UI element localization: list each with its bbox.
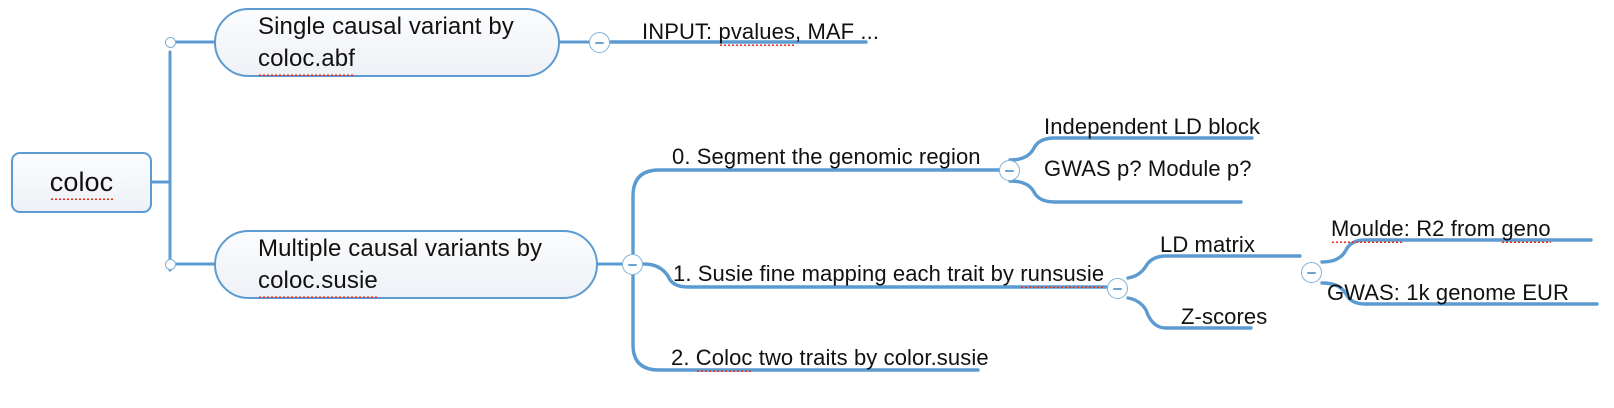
- topic-abf-input[interactable]: INPUT: pvalues, MAF ...: [642, 19, 880, 47]
- topic-ld-matrix-label: LD matrix: [1160, 232, 1256, 257]
- branch-node-coloc-abf-label: Single causal variant by coloc.abf: [258, 11, 514, 76]
- topic-step2[interactable]: 2. Coloc two traits by color.susie: [671, 345, 989, 373]
- topic-independent-ld-block[interactable]: Independent LD block: [1044, 114, 1260, 144]
- topic-gwas-1k-genome[interactable]: GWAS: 1k genome EUR: [1327, 280, 1569, 310]
- topic-ld-matrix[interactable]: LD matrix: [1160, 232, 1255, 262]
- root-node-label: coloc: [49, 166, 114, 201]
- topic-step0[interactable]: 0. Segment the genomic region: [672, 144, 981, 174]
- topic-step0-label: 0. Segment the genomic region: [672, 144, 981, 169]
- topic-independent-ld-block-label: Independent LD block: [1044, 114, 1261, 139]
- wire-susie-to-step0: [631, 168, 1001, 255]
- topic-z-scores-label: Z-scores: [1181, 304, 1268, 329]
- root-branch-knob-susie[interactable]: [165, 259, 176, 270]
- topic-gwas-module-p[interactable]: GWAS p? Module p?: [1044, 156, 1252, 186]
- branch-node-coloc-abf[interactable]: Single causal variant by coloc.abf: [214, 8, 560, 77]
- collapse-knob-abf-input[interactable]: [589, 32, 610, 53]
- topic-z-scores[interactable]: Z-scores: [1181, 304, 1267, 334]
- minus-icon: [628, 263, 637, 266]
- minus-icon: [1307, 271, 1316, 274]
- minus-icon: [1113, 287, 1122, 290]
- collapse-knob-step1[interactable]: [1107, 278, 1128, 299]
- root-branch-knob-abf[interactable]: [165, 37, 176, 48]
- wire-root-to-abf: [168, 40, 216, 48]
- root-node[interactable]: coloc: [11, 152, 152, 213]
- minus-icon: [1005, 169, 1014, 172]
- branch-node-coloc-susie[interactable]: Multiple causal variants by coloc.susie: [214, 230, 598, 299]
- topic-moulde-r2[interactable]: Moulde: R2 from geno: [1331, 216, 1552, 244]
- topic-gwas-1k-genome-label: GWAS: 1k genome EUR: [1327, 280, 1569, 305]
- collapse-knob-step0[interactable]: [999, 160, 1020, 181]
- minus-icon: [595, 41, 604, 44]
- collapse-knob-susie[interactable]: [622, 254, 643, 275]
- collapse-knob-ld-matrix[interactable]: [1301, 262, 1322, 283]
- topic-step1[interactable]: 1. Susie fine mapping each trait by runs…: [673, 261, 1105, 289]
- topic-gwas-module-p-label: GWAS p? Module p?: [1044, 156, 1252, 181]
- branch-node-coloc-susie-label: Multiple causal variants by coloc.susie: [258, 233, 542, 298]
- wire-root-to-susie: [168, 262, 216, 272]
